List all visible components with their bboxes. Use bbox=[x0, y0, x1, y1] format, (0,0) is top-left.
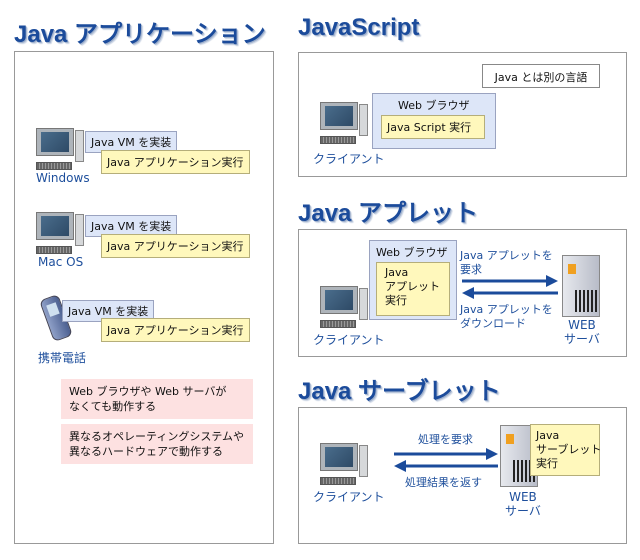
servlet-client-pc-icon bbox=[320, 443, 368, 487]
note-no-server: Web ブラウザや Web サーバが なくても動作する bbox=[61, 379, 253, 419]
javascript-note: Java とは別の言語 bbox=[482, 64, 600, 88]
javascript-client-label: クライアント bbox=[313, 152, 385, 166]
servlet-server-label: WEB サーバ bbox=[505, 490, 541, 518]
mobile-app-box: Java アプリケーション実行 bbox=[101, 318, 250, 342]
request-arrow-right bbox=[394, 448, 498, 460]
javascript-client-pc-icon bbox=[320, 102, 368, 146]
servlet-arrows bbox=[394, 448, 498, 472]
mac-app-box: Java アプリケーション実行 bbox=[101, 234, 250, 258]
servlet-client-label: クライアント bbox=[313, 490, 385, 504]
download-arrow-left bbox=[462, 287, 558, 299]
java-servlet-title: Java サーブレット bbox=[298, 378, 501, 405]
javascript-run-box: Java Script 実行 bbox=[381, 115, 485, 139]
javascript-title: JavaScript bbox=[298, 14, 420, 41]
mac-label: Mac OS bbox=[38, 255, 84, 269]
servlet-response-label: 処理結果を返す bbox=[405, 476, 482, 489]
servlet-run-box: Java サーブレット 実行 bbox=[530, 424, 601, 476]
browser-label: Web ブラウザ bbox=[376, 246, 448, 259]
java-application-title: Java アプリケーション bbox=[14, 21, 266, 48]
windows-app-box: Java アプリケーション実行 bbox=[101, 150, 250, 174]
applet-request-label: Java アプレットを 要求 bbox=[460, 249, 553, 276]
applet-server-label: WEB サーバ bbox=[564, 318, 600, 346]
windows-vm-box: Java VM を実装 bbox=[85, 131, 178, 153]
mobile-label: 携帯電話 bbox=[38, 351, 87, 365]
applet-web-server-icon bbox=[562, 255, 600, 317]
servlet-request-label: 処理を要求 bbox=[418, 433, 473, 446]
windows-label: Windows bbox=[36, 171, 90, 185]
windows-pc-icon bbox=[36, 128, 84, 172]
mac-vm-box: Java VM を実装 bbox=[85, 215, 178, 237]
applet-download-label: Java アプレットを ダウンロード bbox=[460, 303, 553, 330]
java-applet-title: Java アプレット bbox=[298, 200, 479, 227]
mac-pc-icon bbox=[36, 212, 84, 256]
request-arrow-right bbox=[462, 275, 558, 287]
response-arrow-left bbox=[394, 460, 498, 472]
applet-client-pc-icon bbox=[320, 286, 368, 330]
note-cross-platform: 異なるオペレーティングシステムや 異なるハードウェアで動作する bbox=[61, 424, 253, 464]
applet-arrows bbox=[462, 275, 558, 299]
browser-label: Web ブラウザ bbox=[398, 99, 470, 112]
applet-run-box: Java アプレット 実行 bbox=[376, 262, 450, 316]
applet-client-label: クライアント bbox=[313, 333, 385, 347]
